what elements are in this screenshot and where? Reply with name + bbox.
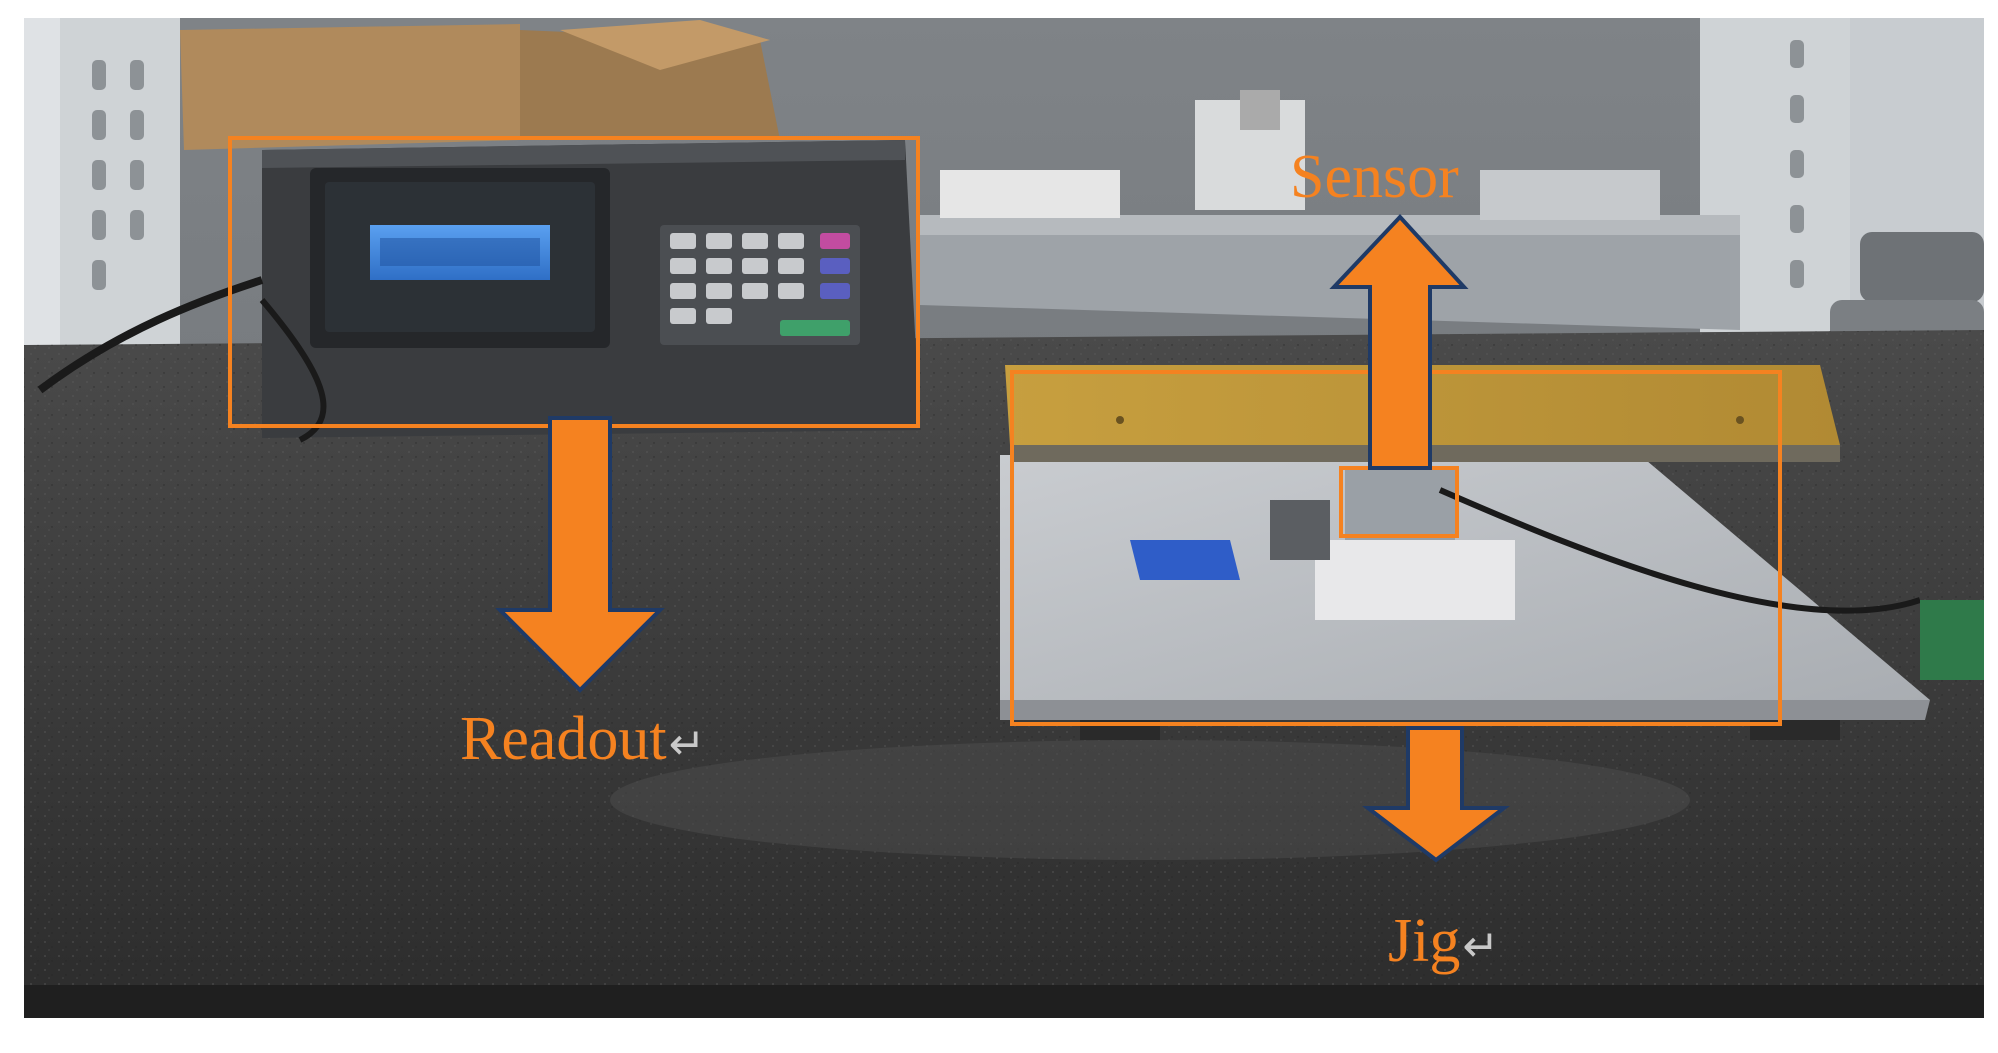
blue-clip bbox=[1130, 540, 1240, 580]
annotation-arrows bbox=[495, 214, 1510, 863]
sensor-arrow-icon bbox=[1329, 214, 1469, 470]
readout-return-mark: ↵ bbox=[668, 720, 706, 769]
jig-arrow-icon bbox=[1362, 726, 1510, 863]
jig-label: Jig↵ bbox=[1388, 910, 1499, 972]
sensor-body bbox=[1345, 470, 1455, 540]
readout-label-text: Readout bbox=[460, 705, 667, 773]
jig-return-mark: ↵ bbox=[1462, 922, 1500, 971]
readout-label: Readout↵ bbox=[460, 708, 706, 770]
sensor-label-text: Sensor bbox=[1290, 143, 1459, 211]
readout-arrow-icon bbox=[495, 416, 665, 693]
jig-label-text: Jig bbox=[1388, 907, 1461, 975]
sensor-label: Sensor bbox=[1290, 146, 1459, 208]
readout-device bbox=[37, 140, 920, 443]
